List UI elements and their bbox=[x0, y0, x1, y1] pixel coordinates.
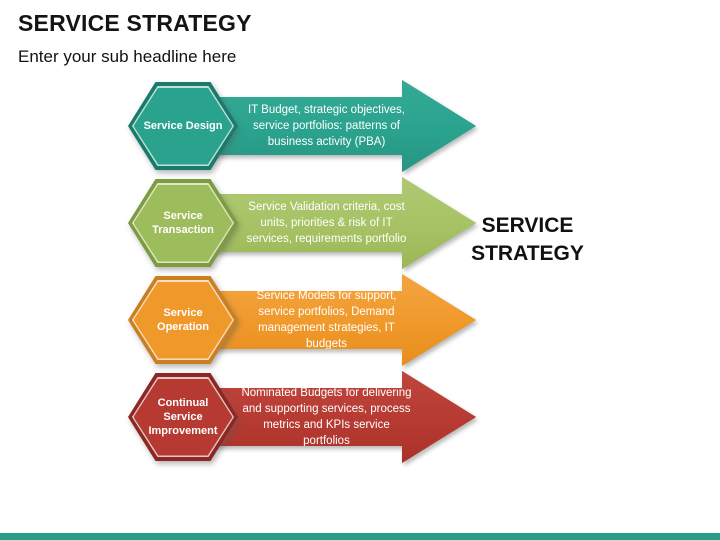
hexagon-continual-service-improvement: Continual Service Improvement bbox=[128, 373, 238, 461]
side-label-service-strategy: SERVICE STRATEGY bbox=[471, 214, 584, 266]
sub-headline: Enter your sub headline here bbox=[18, 47, 237, 66]
arrow-description: Service Validation criteria, cost units,… bbox=[246, 200, 407, 246]
hexagon-service-operation: Service Operation bbox=[128, 276, 238, 364]
hexagon-label: Continual Service Improvement bbox=[133, 378, 233, 456]
bottom-accent-bar bbox=[0, 533, 720, 540]
arrow-description: Nominated Budgets for delivering and sup… bbox=[241, 386, 412, 448]
hexagon-service-transaction: Service Transaction bbox=[128, 179, 238, 267]
arrow-description: Service Models for support, service port… bbox=[256, 289, 397, 351]
page-title: SERVICE STRATEGY bbox=[18, 10, 252, 36]
hexagon-service-design: Service Design bbox=[128, 82, 238, 170]
hexagon-label: Service Operation bbox=[133, 281, 233, 359]
arrow-description: IT Budget, strategic objectives, service… bbox=[247, 103, 406, 149]
